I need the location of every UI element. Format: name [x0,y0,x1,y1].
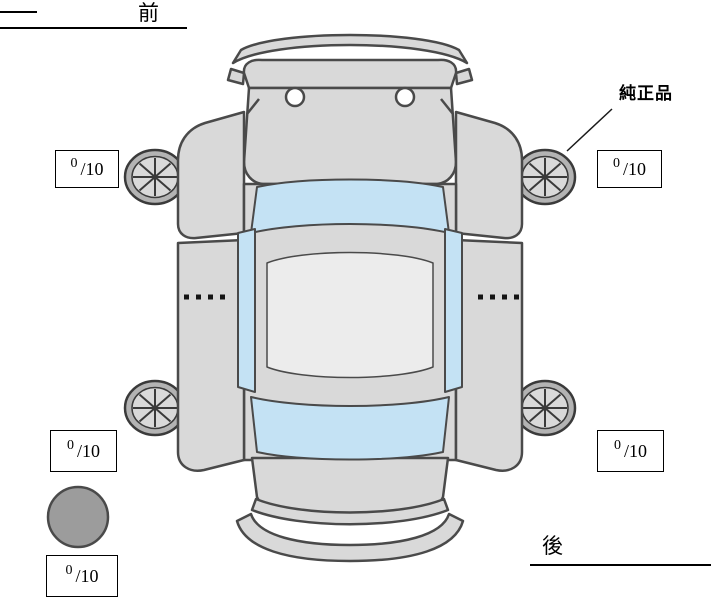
genuine-part-label: 純正品 [619,84,673,104]
wheel-hub [152,405,158,411]
tire-score-rear-left: 0 /10 [50,430,117,472]
side-window-left [237,228,256,393]
rear-bumper [235,512,465,563]
wheel-hub [542,405,548,411]
score-value: 0 [65,563,73,578]
front-bumper [242,58,458,90]
rear-underline [530,564,711,566]
score-value: 0 [70,156,78,171]
hood-circle-left [284,86,306,108]
windshield [250,178,450,234]
wheel-front-right [513,148,577,206]
trunk-lip [250,497,450,526]
hood-circle-right [394,86,416,108]
tire-score-front-right: 0 /10 [597,150,662,188]
score-value: 0 [66,438,74,453]
front-label: 前 [138,1,159,25]
wheel-rear-left [123,379,187,437]
door-panel-left [176,238,246,472]
front-fender-left [176,110,246,240]
score-value: 0 [612,156,620,171]
front-spoiler [231,33,469,65]
tire-score-front-left: 0 /10 [55,150,119,188]
wheel-hub [542,174,548,180]
front-bumper-end-right [454,67,474,86]
spare-tire-circle [46,485,110,549]
wheel-hub [152,174,158,180]
rear-window [250,396,450,461]
score-scale: /10 [622,158,646,179]
score-value: 0 [613,438,621,453]
front-bumper-end-left [226,67,246,86]
tire-score-rear-right: 0 /10 [597,430,664,472]
wheel-rear-right [513,379,577,437]
score-scale: /10 [623,440,647,461]
hood [242,86,458,186]
rear-label: 後 [542,534,563,558]
hood-corner-lines [246,98,454,115]
wheel-front-left [123,148,187,206]
side-window-right [444,228,463,393]
car-glass-group [237,178,463,461]
roof-center [266,251,434,379]
door-panel-right [454,238,524,472]
car-body-group [176,33,524,563]
front-underline [0,27,187,29]
genuine-part-pointer-line [566,108,613,152]
score-scale: /10 [76,440,100,461]
top-edge-line [0,11,37,13]
score-scale: /10 [80,158,104,179]
front-fender-right [454,110,524,240]
score-scale: /10 [75,565,99,586]
tire-score-spare: 0 /10 [46,555,118,597]
